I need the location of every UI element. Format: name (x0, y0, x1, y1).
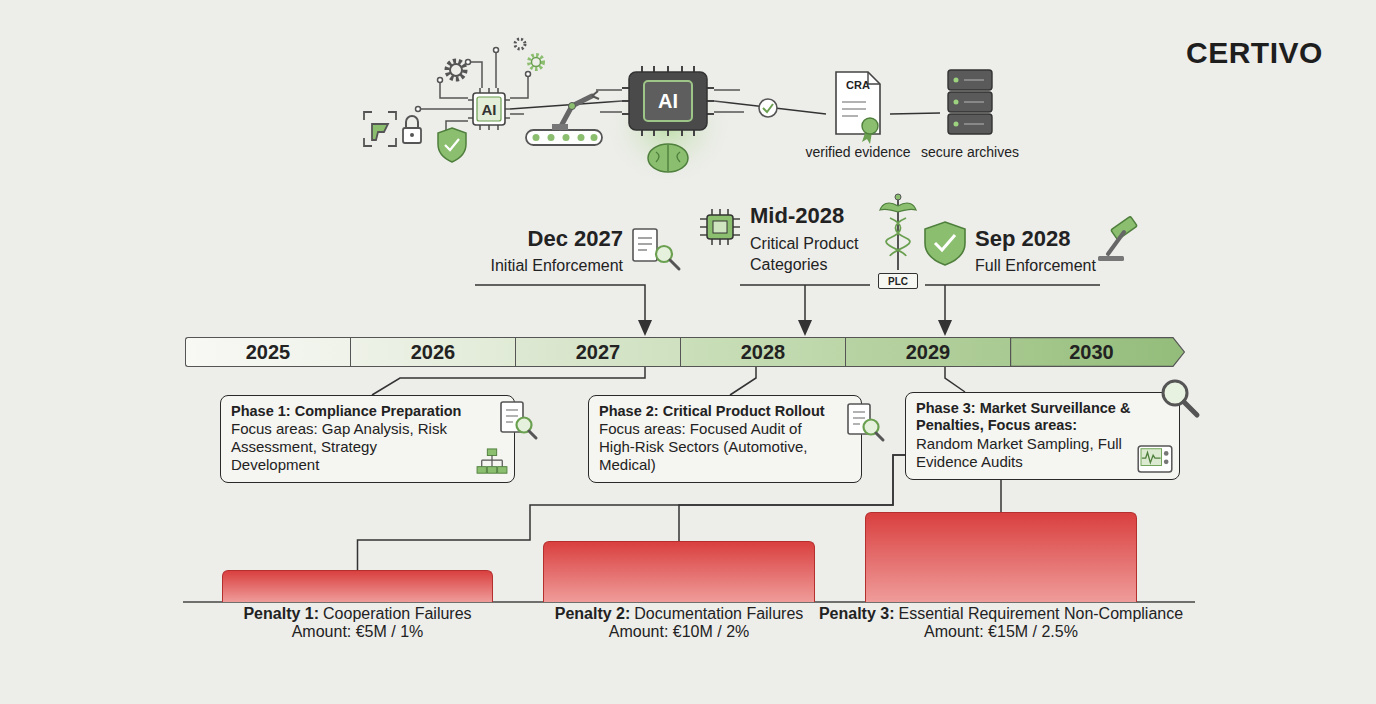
circuit-cluster (416, 48, 531, 139)
node-text: Random Market Sampling, Full Evidence Au… (916, 435, 1169, 471)
caption-block: Penalty 3:Essential Requirement Non-Comp… (819, 605, 1183, 642)
milestone-leaders (475, 285, 1100, 322)
milestone-label: Critical Product Categories (750, 234, 878, 276)
node-heading: PLC (888, 276, 908, 287)
gavel-icon (1098, 216, 1137, 261)
node-heading: Phase 1: Compliance Preparation (231, 403, 504, 420)
lock-icon (403, 116, 421, 143)
node-text: Amount: €15M / 2.5% (924, 623, 1078, 640)
node-heading: 2029 (906, 341, 951, 364)
doc-magnifier-icon (633, 229, 679, 269)
magnifier-icon (1157, 375, 1201, 419)
node-heading: 2025 (246, 341, 291, 364)
doc-magnifier-icon (845, 402, 885, 442)
node-text: Amount: €10M / 2% (609, 623, 750, 640)
timeline-year: 2025 (185, 337, 350, 367)
node-heading: Penalty 3: (819, 605, 895, 622)
chip-glow (596, 63, 744, 187)
phase-box: Phase 3: Market Surveillance & Penalties… (905, 392, 1180, 480)
node-text: Essential Requirement Non-Compliance (899, 605, 1184, 622)
milestone-label: Full Enforcement (975, 257, 1096, 275)
milestone-label: Initial Enforcement (490, 257, 623, 275)
chip-icon (700, 209, 740, 245)
node-heading: Phase 3: Market Surveillance & Penalties… (916, 400, 1169, 435)
caption-block: Penalty 1:Cooperation FailuresAmount: €5… (243, 605, 471, 642)
timeline-year: 2028 (680, 337, 845, 367)
node-text: Focus areas: Gap Analysis, Risk Assessme… (231, 420, 504, 474)
text-line: Penalty 3:Essential Requirement Non-Comp… (819, 605, 1183, 623)
gear-icons (447, 39, 543, 79)
ai-chip-small: AI (468, 88, 510, 130)
brain-icon (648, 144, 688, 172)
node-heading: AI (658, 90, 678, 113)
node-text: verified evidence (805, 144, 910, 160)
connector-line (1000, 480, 1002, 512)
timeline-year: 2029 (845, 337, 1010, 367)
timeline-year: 2027 (515, 337, 680, 367)
oscilloscope-icon (1137, 445, 1173, 473)
node-heading: 2026 (411, 341, 456, 364)
node-text: Documentation Failures (634, 605, 803, 622)
shield-icon (438, 128, 466, 162)
plc-tag: PLC (878, 273, 918, 289)
node-heading: Penalty 2: (555, 605, 631, 622)
node-heading: 2030 (1069, 341, 1114, 364)
timeline-year: 2030 (1010, 337, 1185, 367)
server-stack: secure archives (940, 66, 1000, 160)
cra-document: CRAverified evidence (826, 68, 890, 160)
milestone-date: Dec 2027 (528, 226, 623, 252)
caption-block: Penalty 2:Documentation FailuresAmount: … (555, 605, 804, 642)
node-heading: Penalty 1: (243, 605, 319, 622)
connector-line (890, 113, 940, 114)
scanner-icon (364, 112, 396, 146)
node-heading: secure archives (921, 144, 1019, 160)
phase-box: Phase 1: Compliance PreparationFocus are… (220, 395, 515, 483)
node-text: Focus areas: Focused Audit of High-Risk … (599, 420, 851, 474)
phase-box: Phase 2: Critical Product RolloutFocus a… (588, 395, 862, 483)
penalty-bar: Penalty 1:Cooperation FailuresAmount: €5… (222, 570, 493, 602)
node-heading: AI (482, 101, 497, 118)
check-circle (759, 99, 777, 117)
text-line: Amount: €5M / 1% (243, 623, 471, 641)
doc-magnifier-icon (498, 400, 538, 440)
timeline-year: 2026 (350, 337, 515, 367)
conveyor-robot (526, 91, 602, 145)
shield-check-icon (925, 222, 965, 265)
node-heading: 2028 (741, 341, 786, 364)
flowchart-icon (476, 448, 508, 476)
milestone-date: Mid-2028 (750, 203, 844, 229)
brand-logo: CERTIVO (1186, 36, 1323, 70)
node-text: Amount: €5M / 1% (292, 623, 424, 640)
text-line: Amount: €15M / 2.5% (819, 623, 1183, 641)
node-heading: CRA (836, 79, 880, 91)
text-line: Penalty 1:Cooperation Failures (243, 605, 471, 623)
ai-chip-central: AI (622, 66, 714, 136)
caduceus-icon (880, 194, 916, 270)
text-line: Amount: €10M / 2% (555, 623, 804, 641)
phase-callout-tails (372, 367, 965, 395)
node-text: Cooperation Failures (323, 605, 472, 622)
penalty-bar: Penalty 2:Documentation FailuresAmount: … (543, 541, 815, 602)
text-line: Penalty 2:Documentation Failures (555, 605, 804, 623)
milestone-arrowheads (638, 320, 952, 336)
milestone-date: Sep 2028 (975, 226, 1070, 252)
node-heading: 2027 (576, 341, 621, 364)
node-heading: Phase 2: Critical Product Rollout (599, 403, 851, 420)
penalty-bar: Penalty 3:Essential Requirement Non-Comp… (865, 512, 1137, 602)
